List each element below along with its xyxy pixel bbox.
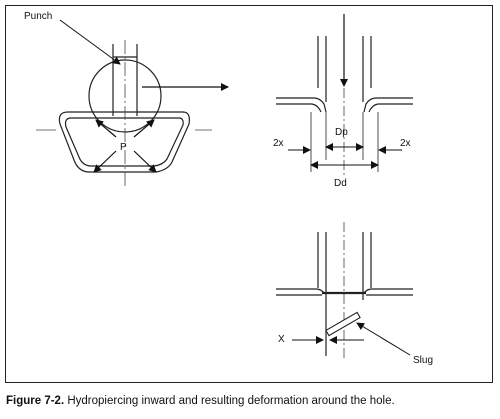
- pressure-arrow: [95, 119, 117, 138]
- lower-sheet-top-right: [363, 288, 413, 294]
- x-label: X: [278, 334, 285, 345]
- sheet-bottom-left: [276, 103, 322, 113]
- slug-shape: [325, 311, 361, 337]
- top-right-diagram: [276, 14, 413, 175]
- sheet-top-right: [363, 97, 413, 113]
- slug-leader-arrow: [356, 322, 411, 356]
- figure-caption: Figure 7-2. Hydropiercing inward and res…: [6, 395, 496, 407]
- figure-frame: [5, 5, 493, 383]
- two-x-right-label: 2x: [400, 138, 411, 149]
- caption-text: Hydropiercing inward and resulting defor…: [64, 395, 395, 407]
- left-diagram: [36, 19, 229, 186]
- slug-label: Slug: [413, 355, 433, 366]
- pressure-arrow: [133, 150, 157, 173]
- sheet-bottom-right: [368, 103, 413, 113]
- pressure-p-label: P: [120, 142, 127, 153]
- sheet-top-left: [276, 97, 327, 113]
- dp-label: Dp: [335, 127, 348, 138]
- punch-leader-arrow: [59, 19, 121, 65]
- punch-label: Punch: [24, 11, 52, 22]
- figure-number: Figure 7-2.: [6, 395, 65, 407]
- lower-sheet-top-left: [276, 288, 325, 294]
- pressure-arrow: [133, 119, 155, 138]
- dd-label: Dd: [334, 178, 347, 189]
- pressure-arrow: [93, 150, 117, 173]
- two-x-left-label: 2x: [273, 138, 284, 149]
- bottom-right-diagram: [276, 222, 413, 360]
